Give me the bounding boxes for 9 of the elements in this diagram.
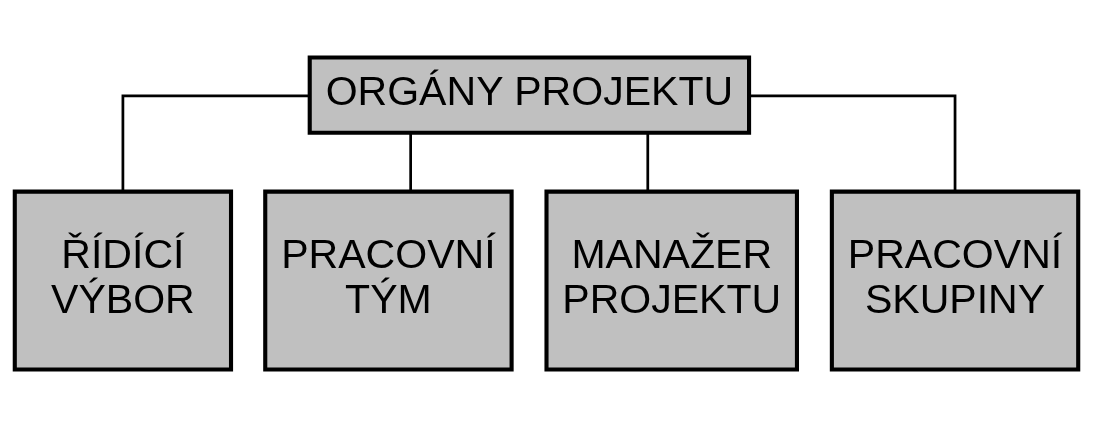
node-box: PRACOVNÍ SKUPINY [829,189,1081,372]
node-box: MANAŽER PROJEKTU [544,189,799,372]
connector [409,132,413,191]
node-box: PRACOVNÍ TÝM [263,189,514,372]
connector [646,132,650,191]
connector [749,93,957,191]
connector [121,93,310,191]
node-box: ŘÍDÍCÍ VÝBOR [12,189,234,372]
node-box: ORGÁNY PROJEKTU [307,54,752,135]
